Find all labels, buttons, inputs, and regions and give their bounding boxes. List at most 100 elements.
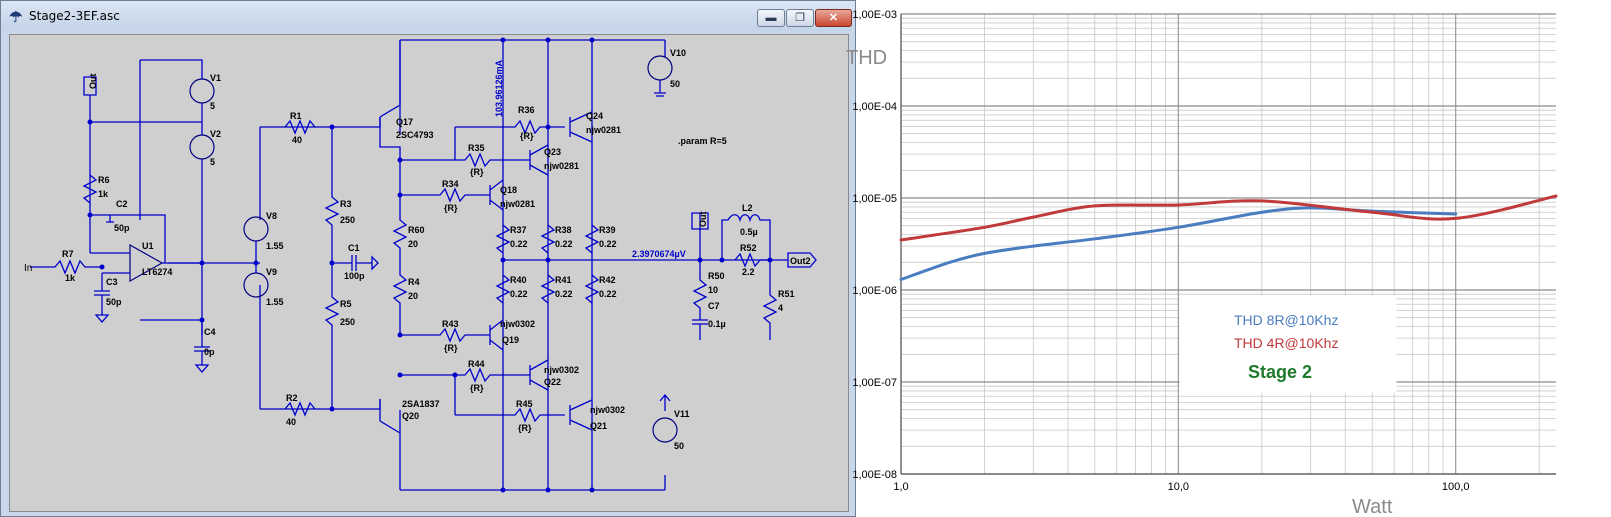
- out2-tag-label: Out2: [790, 256, 811, 266]
- legend-series-4r: THD 4R@10Khz: [1234, 335, 1338, 351]
- maximize-button[interactable]: ❐: [786, 9, 814, 27]
- legend-series-8r: THD 8R@10Khz: [1234, 312, 1338, 328]
- q23-model: njw0281: [544, 161, 579, 171]
- l2-name: L2: [742, 203, 753, 213]
- x-tick-label: 10,0: [1168, 481, 1189, 493]
- r43-name: R43: [442, 319, 459, 329]
- r37-value: 0.22: [510, 239, 528, 249]
- thd-chart-svg: 1,00E-081,00E-071,00E-061,00E-051,00E-04…: [846, 0, 1611, 517]
- r39-name: R39: [599, 225, 616, 235]
- q23-name: Q23: [544, 147, 561, 157]
- schematic-canvas[interactable]: In Out Out Out2 .param R=5 103.96126mA 2…: [9, 34, 849, 512]
- ltspice-app-icon: ☂: [9, 9, 23, 26]
- c3-value: 50p: [106, 297, 122, 307]
- x-tick-label: 100,0: [1442, 481, 1470, 493]
- r40-name: R40: [510, 275, 527, 285]
- r2-value: 40: [286, 417, 296, 427]
- c1-name: C1: [348, 243, 360, 253]
- q21-name: Q21: [590, 421, 607, 431]
- legend-box: [1179, 295, 1397, 393]
- q24-model: njw0281: [586, 125, 621, 135]
- c7-value: 0.1µ: [708, 319, 726, 329]
- q17-model: 2SC4793: [396, 130, 434, 140]
- v2-name: V2: [210, 129, 221, 139]
- chart-legend: THD 8R@10Khz THD 4R@10Khz Stage 2: [1179, 295, 1397, 393]
- out-tag-label: Out: [88, 74, 98, 90]
- r38-value: 0.22: [555, 239, 573, 249]
- y-axis-label: THD: [846, 47, 887, 69]
- q18-model: njw0281: [500, 199, 535, 209]
- r60-name: R60: [408, 225, 425, 235]
- v1-value: 5: [210, 101, 215, 111]
- r3-name: R3: [340, 199, 352, 209]
- r41-name: R41: [555, 275, 572, 285]
- r45-name: R45: [516, 399, 533, 409]
- q22-model: njw0302: [544, 365, 579, 375]
- v9-name: V9: [266, 267, 277, 277]
- y-tick-label: 1,00E-03: [852, 9, 897, 21]
- q17-name: Q17: [396, 117, 413, 127]
- c7-name: C7: [708, 301, 720, 311]
- r34-name: R34: [442, 179, 459, 189]
- window-title: Stage2-3EF.asc: [29, 9, 120, 23]
- v1-name: V1: [210, 73, 221, 83]
- series-line-4r: [899, 194, 1558, 242]
- r44-value: {R}: [470, 383, 484, 393]
- y-tick-label: 1,00E-07: [852, 377, 897, 389]
- minimize-button[interactable]: ▬: [757, 9, 785, 27]
- r50-value: 10: [708, 285, 718, 295]
- r7-value: 1k: [65, 273, 76, 283]
- r7-name: R7: [62, 249, 74, 259]
- ltspice-window: ☂ Stage2-3EF.asc ▬ ❐ ✕: [0, 0, 856, 517]
- q20-name: Q20: [402, 411, 419, 421]
- v11-name: V11: [674, 409, 690, 419]
- q19-model: njw0302: [500, 319, 535, 329]
- r52-name: R52: [740, 243, 757, 253]
- c2-name: C2: [116, 199, 128, 209]
- r36-name: R36: [518, 105, 535, 115]
- r4-name: R4: [408, 277, 420, 287]
- r43-value: {R}: [444, 343, 458, 353]
- r44-name: R44: [468, 359, 485, 369]
- v10-name: V10: [670, 48, 686, 58]
- r1-value: 40: [292, 135, 302, 145]
- l2-value: 0.5µ: [740, 227, 758, 237]
- in-label: In: [24, 263, 32, 274]
- probe-voltage: 2.3970674µV: [632, 249, 686, 259]
- r51-value: 4: [778, 303, 783, 313]
- chart-background: [856, 0, 1611, 517]
- r35-value: {R}: [470, 167, 484, 177]
- r6-name: R6: [98, 175, 110, 185]
- r52-value: 2.2: [742, 267, 755, 277]
- r34-value: {R}: [444, 203, 458, 213]
- r6-value: 1k: [98, 189, 109, 199]
- stage-annotation: Stage 2: [1248, 362, 1312, 382]
- r3-value: 250: [340, 215, 355, 225]
- q18-name: Q18: [500, 185, 517, 195]
- v8-value: 1.55: [266, 241, 284, 251]
- c4-name: C4: [204, 327, 216, 337]
- r4-value: 20: [408, 291, 418, 301]
- r37-name: R37: [510, 225, 527, 235]
- u1-name: U1: [142, 241, 154, 251]
- c3-name: C3: [106, 277, 118, 287]
- out-tag-label-right: Out: [698, 212, 708, 228]
- u1-model: LT6274: [142, 267, 172, 277]
- y-tick-label: 1,00E-06: [852, 285, 897, 297]
- param-directive: .param R=5: [678, 136, 727, 146]
- r36-value: {R}: [520, 131, 534, 141]
- q19-name: Q19: [502, 335, 519, 345]
- r41-value: 0.22: [555, 289, 573, 299]
- q24-name: Q24: [586, 111, 603, 121]
- y-tick-label: 1,00E-08: [852, 469, 897, 481]
- r51-name: R51: [778, 289, 795, 299]
- v11-value: 50: [674, 441, 684, 451]
- schematic-drawing: In Out Out Out2 .param R=5 103.96126mA 2…: [24, 37, 817, 493]
- window-titlebar[interactable]: ☂ Stage2-3EF.asc ▬ ❐ ✕: [1, 1, 855, 31]
- r5-value: 250: [340, 317, 355, 327]
- r5-name: R5: [340, 299, 352, 309]
- q22-name: Q22: [544, 377, 561, 387]
- close-button[interactable]: ✕: [815, 9, 852, 27]
- v2-value: 5: [210, 157, 215, 167]
